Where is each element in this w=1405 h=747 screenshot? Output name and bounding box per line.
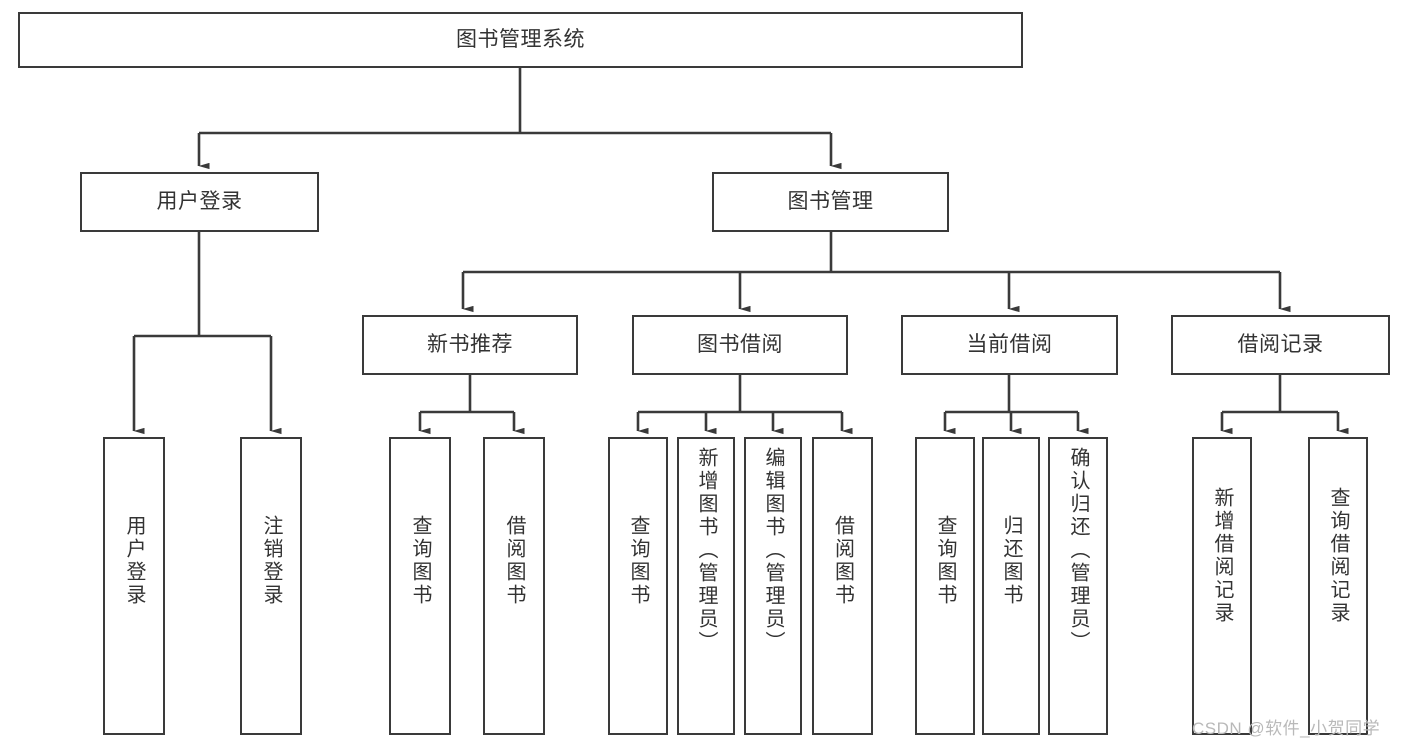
leaf-borrow-book-recommend[interactable]: 借阅图书 [483, 437, 545, 735]
leaf-edit-book-admin[interactable]: 编辑图书（管理员） [744, 437, 802, 735]
node-book-borrow[interactable]: 图书借阅 [632, 315, 848, 375]
node-root-system[interactable]: 图书管理系统 [18, 12, 1023, 68]
node-book-management[interactable]: 图书管理 [712, 172, 949, 232]
node-user-login-label: 用户登录 [156, 189, 243, 213]
leaf-query-borrow-record-label: 查询借阅记录 [1327, 487, 1349, 625]
node-book-borrow-label: 图书借阅 [697, 332, 783, 356]
leaf-borrow-book-borrow-label: 借阅图书 [831, 515, 854, 607]
leaf-add-borrow-record-label: 新增借阅记录 [1211, 487, 1233, 625]
leaf-query-book-recommend[interactable]: 查询图书 [389, 437, 451, 735]
node-root-system-label: 图书管理系统 [456, 27, 585, 51]
leaf-query-book-current[interactable]: 查询图书 [915, 437, 975, 735]
leaf-return-book-label: 归还图书 [1000, 515, 1022, 607]
leaf-confirm-return-admin[interactable]: 确认归还（管理员） [1048, 437, 1108, 735]
leaf-borrow-book-recommend-label: 借阅图书 [503, 515, 525, 607]
leaf-add-book-admin[interactable]: 新增图书（管理员） [677, 437, 735, 735]
node-borrow-record[interactable]: 借阅记录 [1171, 315, 1390, 375]
csdn-watermark: CSDN @软件_小贺同学 [1192, 719, 1381, 738]
node-borrow-record-label: 借阅记录 [1237, 332, 1324, 356]
node-new-book-recommend[interactable]: 新书推荐 [362, 315, 578, 375]
leaf-query-book-borrow[interactable]: 查询图书 [608, 437, 668, 735]
leaf-return-book[interactable]: 归还图书 [982, 437, 1040, 735]
leaf-query-book-borrow-label: 查询图书 [627, 515, 649, 607]
leaf-user-login-label: 用户登录 [123, 515, 145, 607]
leaf-query-borrow-record[interactable]: 查询借阅记录 [1308, 437, 1368, 735]
node-new-book-recommend-label: 新书推荐 [427, 332, 513, 356]
leaf-query-book-current-label: 查询图书 [934, 515, 956, 607]
leaf-add-book-admin-label: 新增图书（管理员） [695, 447, 717, 654]
leaf-logout[interactable]: 注销登录 [240, 437, 302, 735]
leaf-borrow-book-borrow[interactable]: 借阅图书 [812, 437, 873, 735]
leaf-add-borrow-record[interactable]: 新增借阅记录 [1192, 437, 1252, 735]
node-book-management-label: 图书管理 [787, 189, 874, 213]
leaf-edit-book-admin-label: 编辑图书（管理员） [762, 447, 784, 654]
leaf-confirm-return-admin-label: 确认归还（管理员） [1067, 447, 1089, 654]
node-user-login[interactable]: 用户登录 [80, 172, 319, 232]
leaf-logout-label: 注销登录 [260, 515, 282, 607]
leaf-user-login[interactable]: 用户登录 [103, 437, 165, 735]
node-current-borrow-label: 当前借阅 [966, 332, 1053, 356]
node-current-borrow[interactable]: 当前借阅 [901, 315, 1118, 375]
leaf-query-book-recommend-label: 查询图书 [409, 515, 431, 607]
